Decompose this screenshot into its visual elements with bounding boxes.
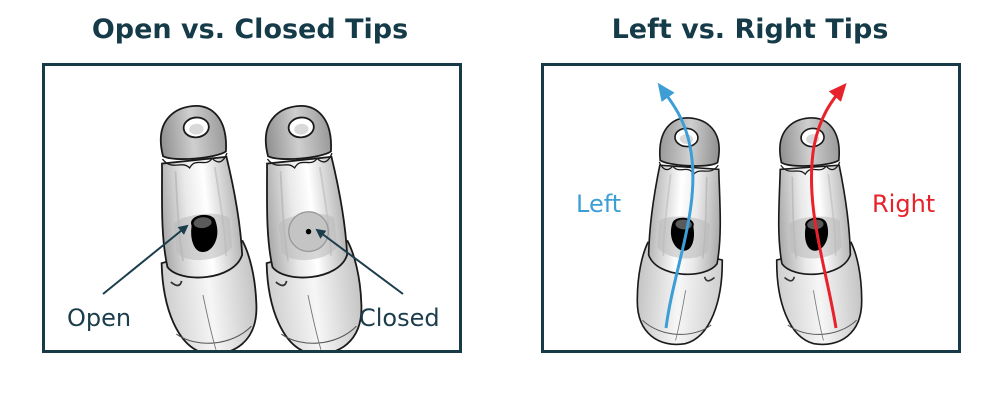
left-arrow-icon xyxy=(657,82,695,329)
open-vs-closed-panel: Open Closed xyxy=(42,63,462,353)
earbud-tip-open-icon xyxy=(144,100,263,350)
open-vs-closed-title: Open vs. Closed Tips xyxy=(91,14,409,45)
left-vs-right-title: Left vs. Right Tips xyxy=(611,14,889,45)
closed-label: Closed xyxy=(359,304,440,332)
earbud-tip-left-icon xyxy=(633,114,734,349)
right-label: Right xyxy=(872,190,936,218)
open-leader-line xyxy=(102,224,189,295)
right-arrow-icon xyxy=(810,82,847,329)
left-label: Left xyxy=(576,190,622,218)
open-label: Open xyxy=(67,304,132,332)
left-vs-right-panel: Left Right xyxy=(541,63,961,353)
earbud-tip-closed-icon xyxy=(249,100,368,350)
closed-leader-line xyxy=(315,228,404,295)
